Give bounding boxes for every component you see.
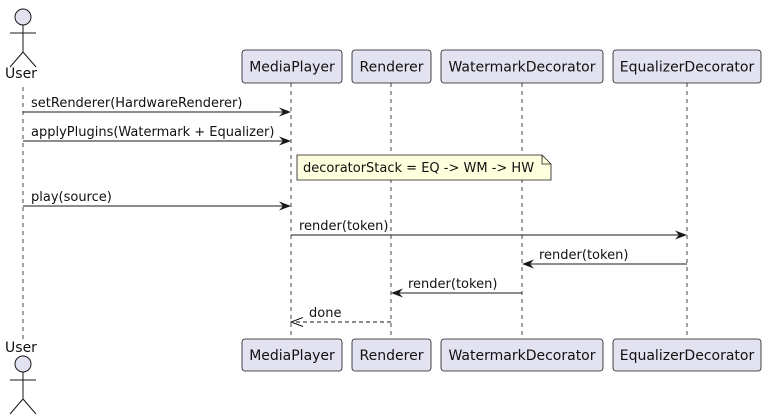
actor-user-bottom: User bbox=[5, 340, 37, 415]
participant-label: WatermarkDecorator bbox=[448, 60, 595, 76]
arrowhead bbox=[279, 201, 291, 211]
note-text: decoratorStack = EQ -> WM -> HW bbox=[303, 161, 534, 176]
message-label: render(token) bbox=[539, 248, 628, 263]
actor-head bbox=[14, 8, 32, 26]
arrowhead bbox=[279, 136, 291, 146]
message-label: setRenderer(HardwareRenderer) bbox=[31, 96, 242, 111]
actor-body bbox=[9, 372, 37, 415]
participant-label: EqualizerDecorator bbox=[620, 348, 755, 364]
message-label: applyPlugins(Watermark + Equalizer) bbox=[31, 125, 274, 140]
arrowhead bbox=[675, 230, 687, 240]
arrowhead bbox=[279, 107, 291, 117]
participant-equalizerdecorator-bottom: EqualizerDecorator bbox=[612, 338, 762, 372]
note-fold bbox=[541, 155, 551, 165]
actor-body bbox=[9, 25, 37, 68]
message-apply-plugins: applyPlugins(Watermark + Equalizer) bbox=[23, 125, 291, 146]
message-render-renderer: render(token) bbox=[391, 277, 522, 298]
participant-label: EqualizerDecorator bbox=[620, 60, 755, 76]
participant-mediaplayer-bottom: MediaPlayer bbox=[241, 338, 343, 372]
participant-renderer-bottom: Renderer bbox=[351, 338, 432, 372]
message-render-equalizer: render(token) bbox=[291, 219, 687, 240]
participant-label: WatermarkDecorator bbox=[448, 348, 595, 364]
message-label: render(token) bbox=[408, 277, 497, 292]
participant-label: Renderer bbox=[360, 348, 424, 364]
arrowhead bbox=[522, 259, 534, 269]
participant-renderer-top: Renderer bbox=[351, 49, 432, 84]
participant-equalizerdecorator-top: EqualizerDecorator bbox=[612, 49, 762, 84]
message-label: render(token) bbox=[299, 219, 388, 234]
actor-label-bottom: User bbox=[5, 340, 37, 356]
participant-watermarkdecorator-top: WatermarkDecorator bbox=[440, 49, 604, 84]
message-label: play(source) bbox=[31, 190, 112, 205]
message-label: done bbox=[309, 306, 341, 321]
arrowhead bbox=[289, 317, 304, 327]
participant-label: Renderer bbox=[360, 60, 424, 76]
note-decorator-stack: decoratorStack = EQ -> WM -> HW bbox=[296, 154, 552, 181]
message-play: play(source) bbox=[23, 190, 291, 211]
message-set-renderer: setRenderer(HardwareRenderer) bbox=[23, 96, 291, 117]
actor-label-top: User bbox=[5, 66, 37, 82]
participant-label: MediaPlayer bbox=[249, 60, 335, 76]
actor-user-top: User bbox=[5, 8, 37, 82]
participant-mediaplayer-top: MediaPlayer bbox=[241, 49, 343, 84]
participant-label: MediaPlayer bbox=[249, 348, 335, 364]
actor-head bbox=[14, 355, 32, 373]
participant-watermarkdecorator-bottom: WatermarkDecorator bbox=[440, 338, 604, 372]
message-render-watermark: render(token) bbox=[522, 248, 687, 269]
message-done-return: done bbox=[289, 306, 391, 327]
arrowhead bbox=[391, 288, 403, 298]
